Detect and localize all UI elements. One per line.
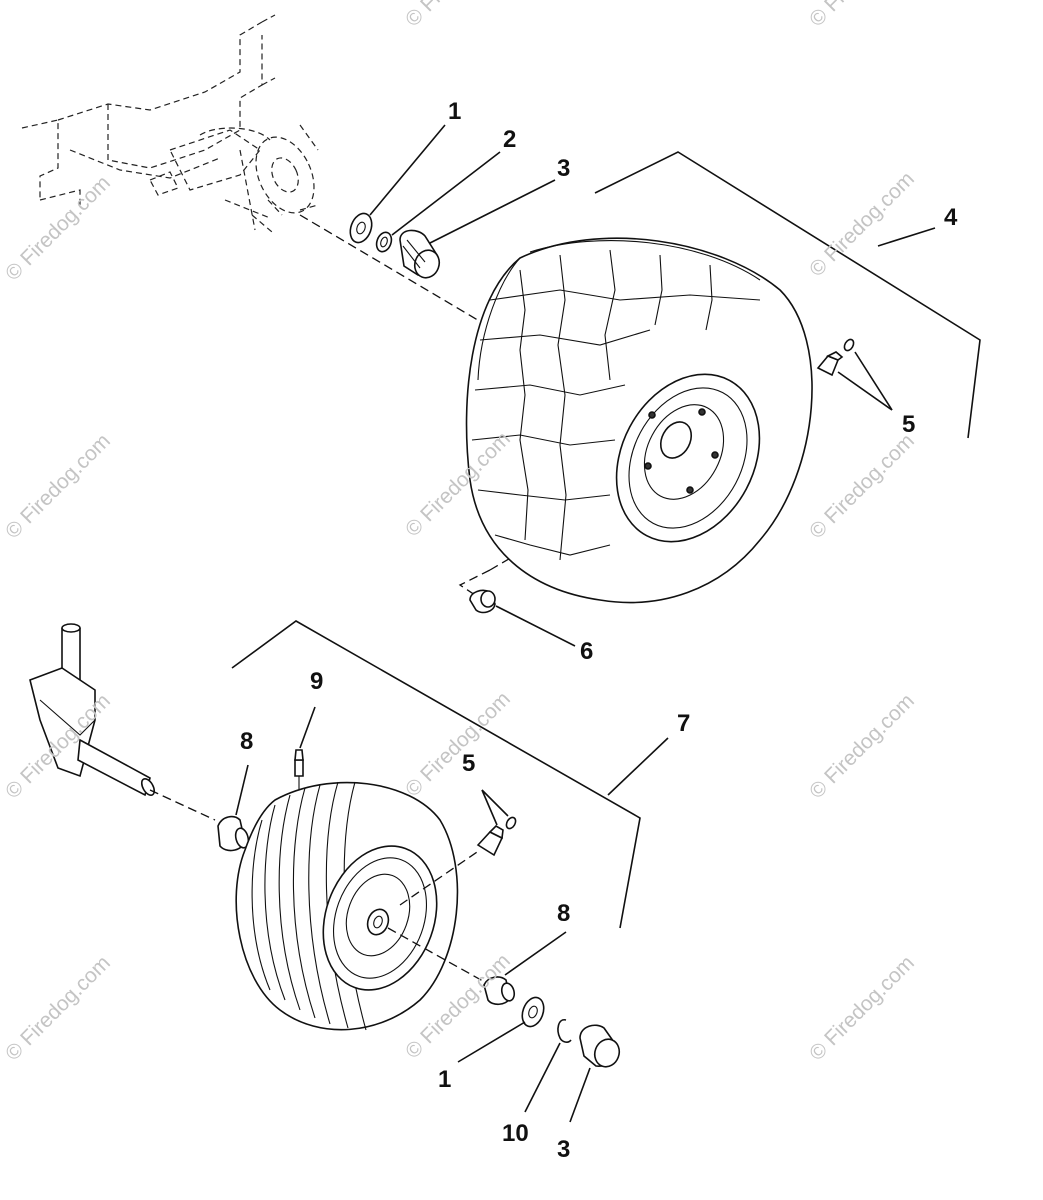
callout-8-bottom: 8: [557, 900, 571, 927]
front-rim: [322, 845, 438, 991]
callout-3-top: 3: [557, 155, 571, 182]
callout-4: 4: [944, 204, 958, 231]
bracket-7: [231, 620, 641, 929]
top-valve-stem: [816, 351, 844, 377]
callout-5-bottom: 5: [462, 750, 476, 777]
rear-rim: [615, 373, 761, 543]
caster-centerline: [149, 789, 216, 821]
lug-nut: [469, 589, 496, 614]
top-hub-cap: [399, 229, 441, 279]
callout-8-left: 8: [240, 728, 254, 755]
front-centerline: [387, 927, 491, 986]
axle-hub: [149, 124, 319, 233]
grease-fitting: [294, 749, 304, 792]
chassis-frame: [21, 14, 276, 205]
bottom-valve-cap: [505, 816, 517, 830]
callout-5-top: 5: [902, 411, 916, 438]
retaining-ring: [557, 1019, 572, 1043]
bottom-valve-stem: [476, 825, 504, 857]
centerline-to-nut: [458, 569, 491, 598]
callout-6: 6: [580, 638, 594, 665]
bottom-washer: [521, 996, 545, 1028]
bottom-hub-cap: [579, 1024, 621, 1068]
callout-1-bottom: 1: [438, 1066, 452, 1093]
front-valve-centerline: [399, 849, 481, 906]
callout-2-top: 2: [503, 126, 517, 153]
top-valve-cap: [843, 338, 855, 352]
callout-3-bottom: 3: [557, 1136, 571, 1163]
leader-lines: [235, 124, 936, 1123]
bottom-bushing: [483, 976, 516, 1006]
top-spacer-ring: [375, 231, 393, 253]
top-washer: [349, 212, 373, 244]
callout-10: 10: [502, 1120, 529, 1147]
left-bushing: [217, 815, 250, 852]
callout-1-top: 1: [448, 98, 462, 125]
callout-9: 9: [310, 668, 324, 695]
callout-7: 7: [677, 710, 691, 737]
bracket-4: [594, 151, 981, 439]
